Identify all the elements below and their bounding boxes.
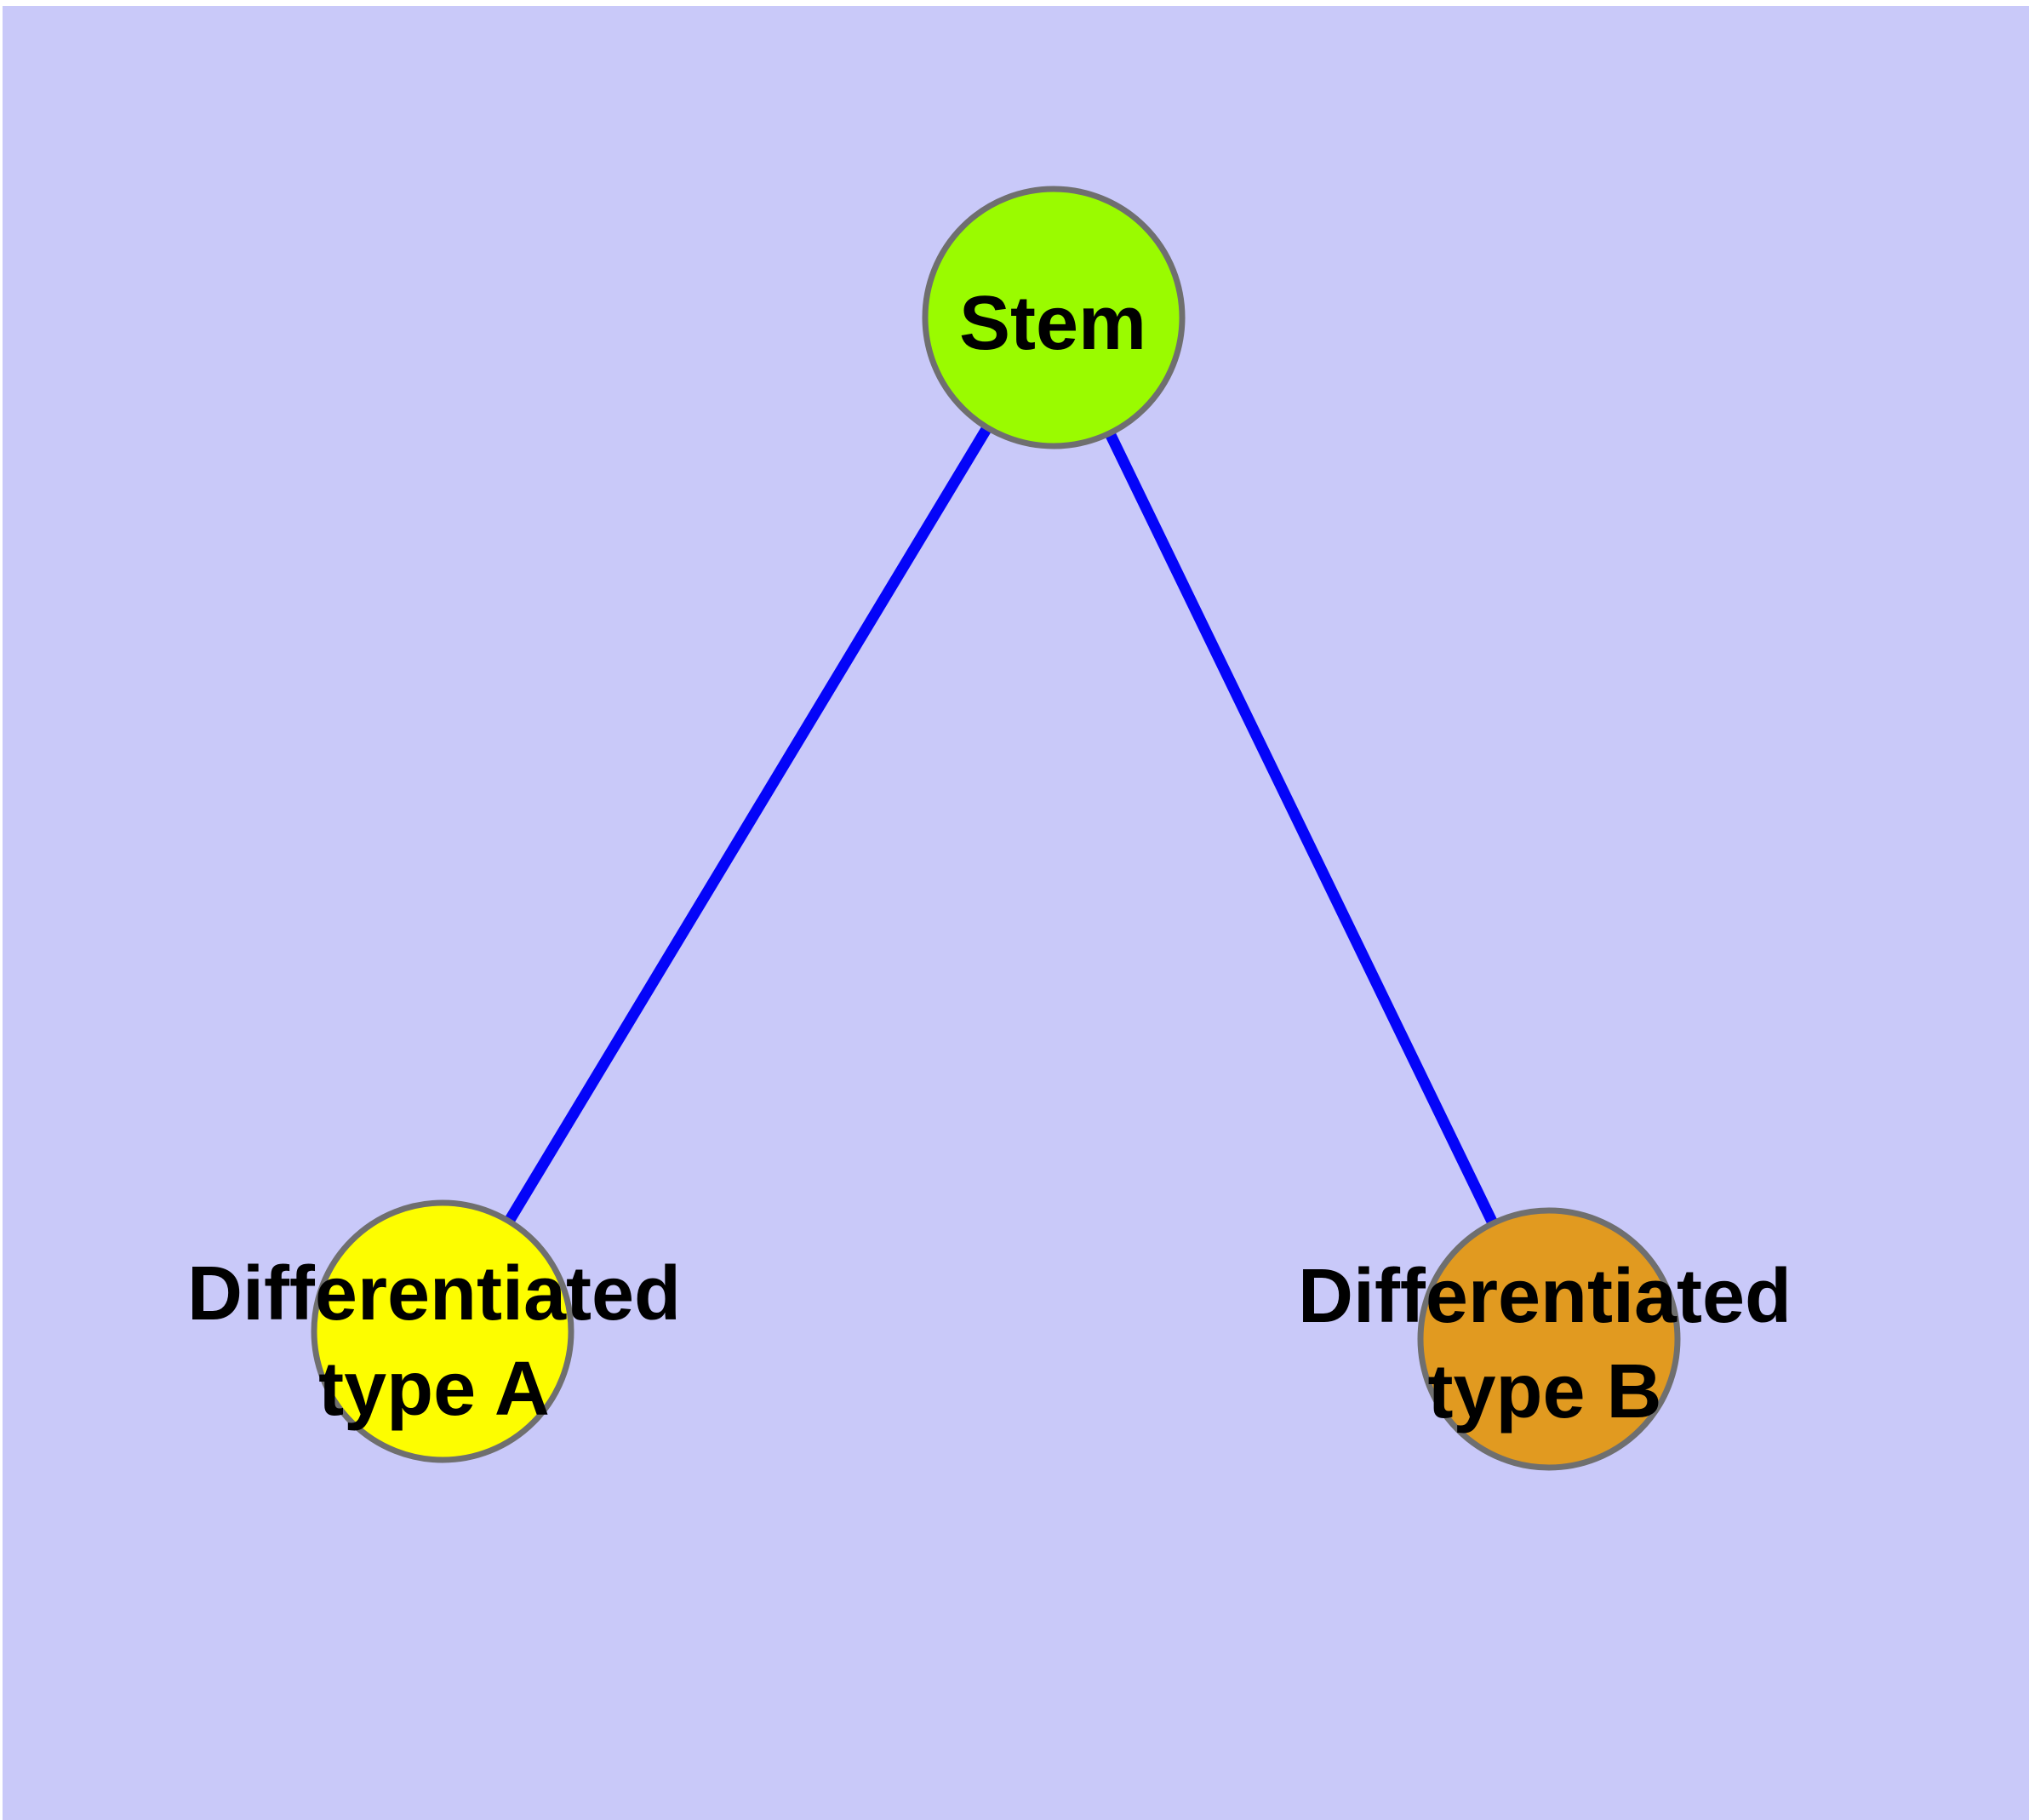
node-differentiated-type-a <box>311 1199 574 1463</box>
node-differentiated-type-b <box>1417 1207 1681 1471</box>
node-stem-label: Stem <box>959 281 1146 366</box>
node-stem <box>922 186 1186 449</box>
node-type-a-label-line1: Differentiated <box>187 1251 681 1336</box>
node-type-b-label-line1: Differentiated <box>1298 1254 1792 1339</box>
edge-stem-to-type-a <box>437 314 1059 1335</box>
node-type-a-label-line2: type A <box>318 1347 550 1432</box>
node-type-b-label-line2: type B <box>1427 1349 1661 1434</box>
edge-stem-to-type-b <box>1049 315 1554 1342</box>
